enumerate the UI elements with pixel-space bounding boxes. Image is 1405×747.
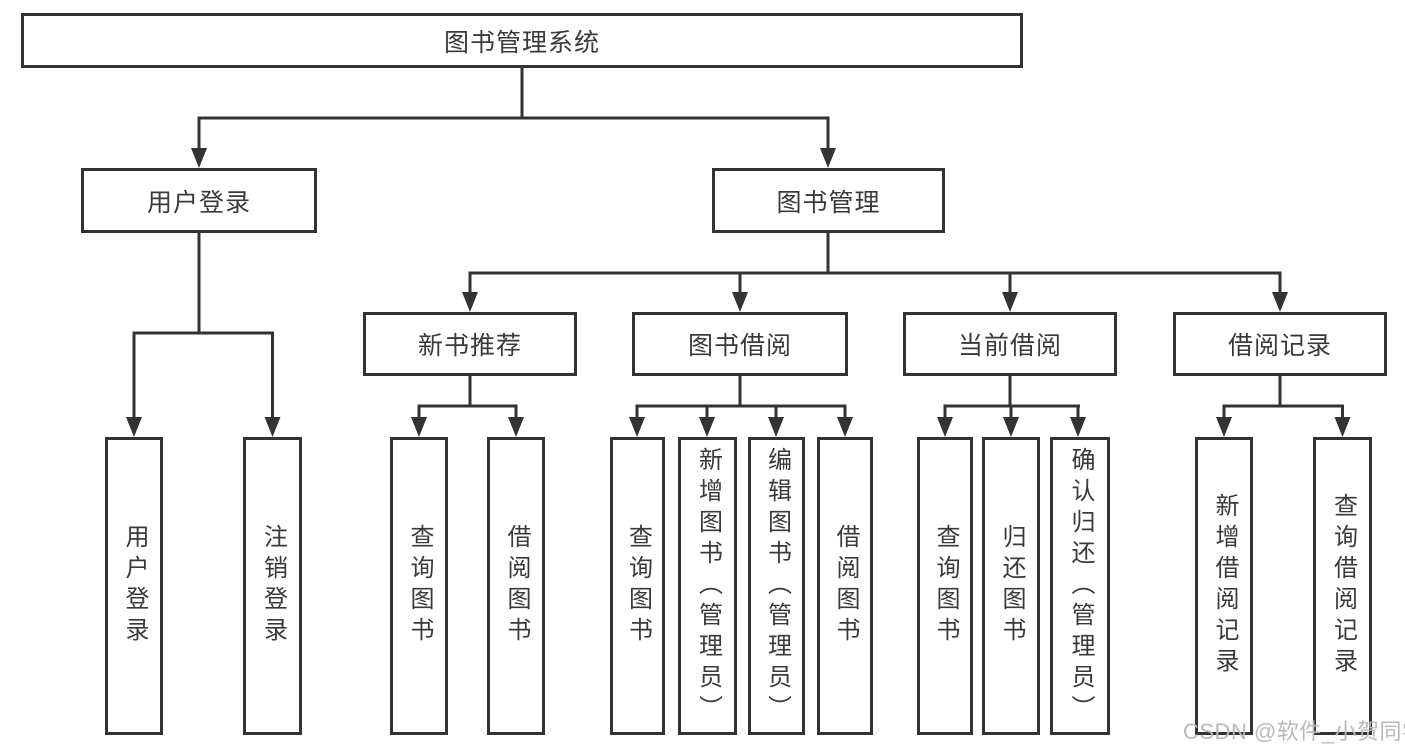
node-book-borrowing: 图书借阅 (632, 312, 848, 376)
watermark: CSDN @软件_小贺同学 (1183, 719, 1405, 744)
leaf-label: 查询图书 (406, 524, 433, 648)
node-book-management: 图书管理 (712, 168, 945, 233)
leaf-label: 查询图书 (932, 524, 959, 648)
leaf-query-books-recommend: 查询图书 (390, 437, 448, 735)
leaf-logout: 注销登录 (243, 437, 302, 735)
node-label: 用户登录 (146, 188, 251, 217)
edge-user-login-to-leaves (126, 231, 281, 437)
leaf-borrow-books-recommend: 借阅图书 (487, 437, 545, 735)
node-user-login: 用户登录 (81, 168, 317, 233)
edge-root-to-level2 (191, 66, 836, 168)
leaf-label: 查询图书 (624, 524, 652, 648)
leaf-label: 确认归还（管理员） (1067, 446, 1094, 726)
node-borrowing-records: 借阅记录 (1173, 312, 1387, 376)
leaf-return-books: 归还图书 (982, 437, 1040, 735)
node-label: 图书管理 (776, 188, 881, 217)
leaf-borrow-books-borrowing: 借阅图书 (817, 437, 873, 735)
edge-borrowing-records-to-leaves (1216, 374, 1351, 437)
node-current-borrowing: 当前借阅 (903, 312, 1117, 376)
node-label: 当前借阅 (957, 332, 1062, 360)
leaf-label: 借阅图书 (832, 524, 859, 648)
leaf-label: 编辑图书（管理员） (763, 446, 791, 726)
leaf-confirm-return-admin: 确认归还（管理员） (1050, 437, 1110, 735)
leaf-label: 查询借阅记录 (1329, 493, 1357, 679)
leaf-user-login: 用户登录 (105, 437, 163, 735)
leaf-label: 新增借阅记录 (1211, 493, 1238, 679)
node-label: 借阅记录 (1227, 332, 1332, 360)
edge-book-borrowing-to-leaves (629, 374, 853, 437)
leaf-query-books-borrowing: 查询图书 (610, 437, 665, 735)
node-new-book-recommendation: 新书推荐 (363, 312, 577, 376)
leaf-add-borrow-record: 新增借阅记录 (1195, 437, 1253, 735)
leaf-add-books-admin: 新增图书（管理员） (678, 437, 737, 735)
leaf-query-books-current: 查询图书 (917, 437, 973, 735)
node-library-management-system: 图书管理系统 (21, 13, 1023, 68)
leaf-query-borrow-record: 查询借阅记录 (1313, 437, 1372, 735)
leaf-edit-books-admin: 编辑图书（管理员） (748, 437, 805, 735)
node-label: 图书管理系统 (443, 28, 600, 57)
leaf-label: 新增图书（管理员） (694, 446, 722, 726)
node-label: 新书推荐 (417, 332, 522, 360)
edge-book-management-to-level3 (462, 231, 1288, 312)
leaf-label: 注销登录 (259, 524, 287, 648)
edge-new-book-recommendation-to-leaves (411, 374, 524, 437)
leaf-label: 用户登录 (121, 524, 148, 648)
leaf-label: 借阅图书 (503, 524, 530, 648)
edge-current-borrowing-to-leaves (937, 374, 1086, 437)
node-label: 图书借阅 (687, 332, 792, 360)
leaf-label: 归还图书 (998, 524, 1025, 648)
